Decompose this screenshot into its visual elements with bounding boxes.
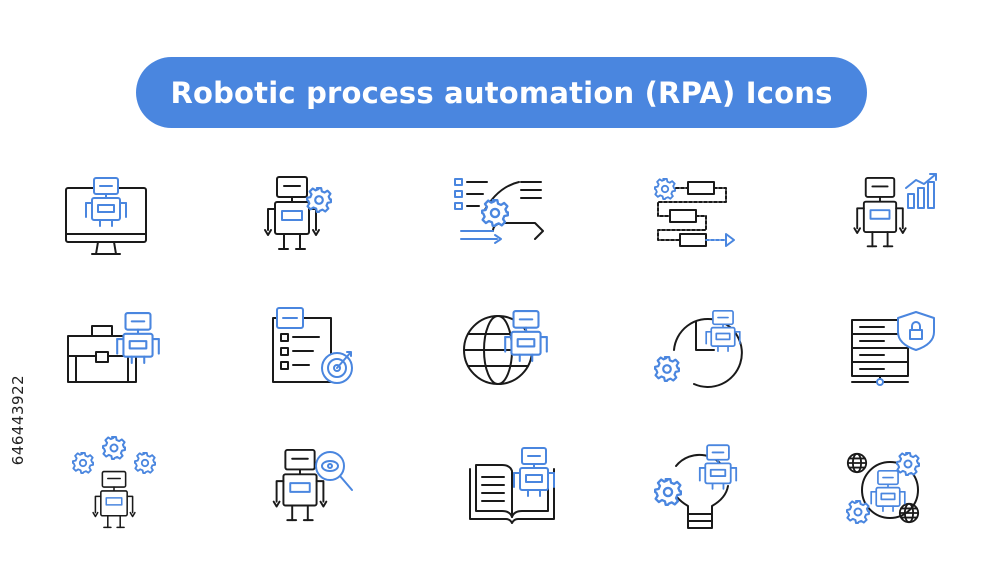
image-id-text: 646443922 [9,374,27,466]
briefcase-robot-icon [66,312,170,384]
image-id-label: 646443922 [6,330,30,510]
checklist-robot-target-icon [263,307,355,384]
server-shield-icon [848,310,942,386]
robot-magnifier-icon [270,446,354,526]
title-banner: Robotic process automation (RPA) Icons [136,57,867,128]
globe-robot-icon [462,310,558,386]
robot-multiple-gears-icon [70,436,160,532]
clock-robot-gear-icon [654,310,748,388]
workflow-gear-icon [654,178,740,250]
robot-network-globe-gear-icon [846,450,942,528]
checklist-process-arrow-icon [453,177,547,244]
lightbulb-robot-gear-icon [654,444,744,530]
book-robot-icon [468,445,560,525]
robot-monitor-icon [64,170,148,258]
robot-gear-icon [262,175,338,255]
page-title: Robotic process automation (RPA) Icons [170,75,833,110]
robot-analytics-chart-icon [850,172,942,252]
